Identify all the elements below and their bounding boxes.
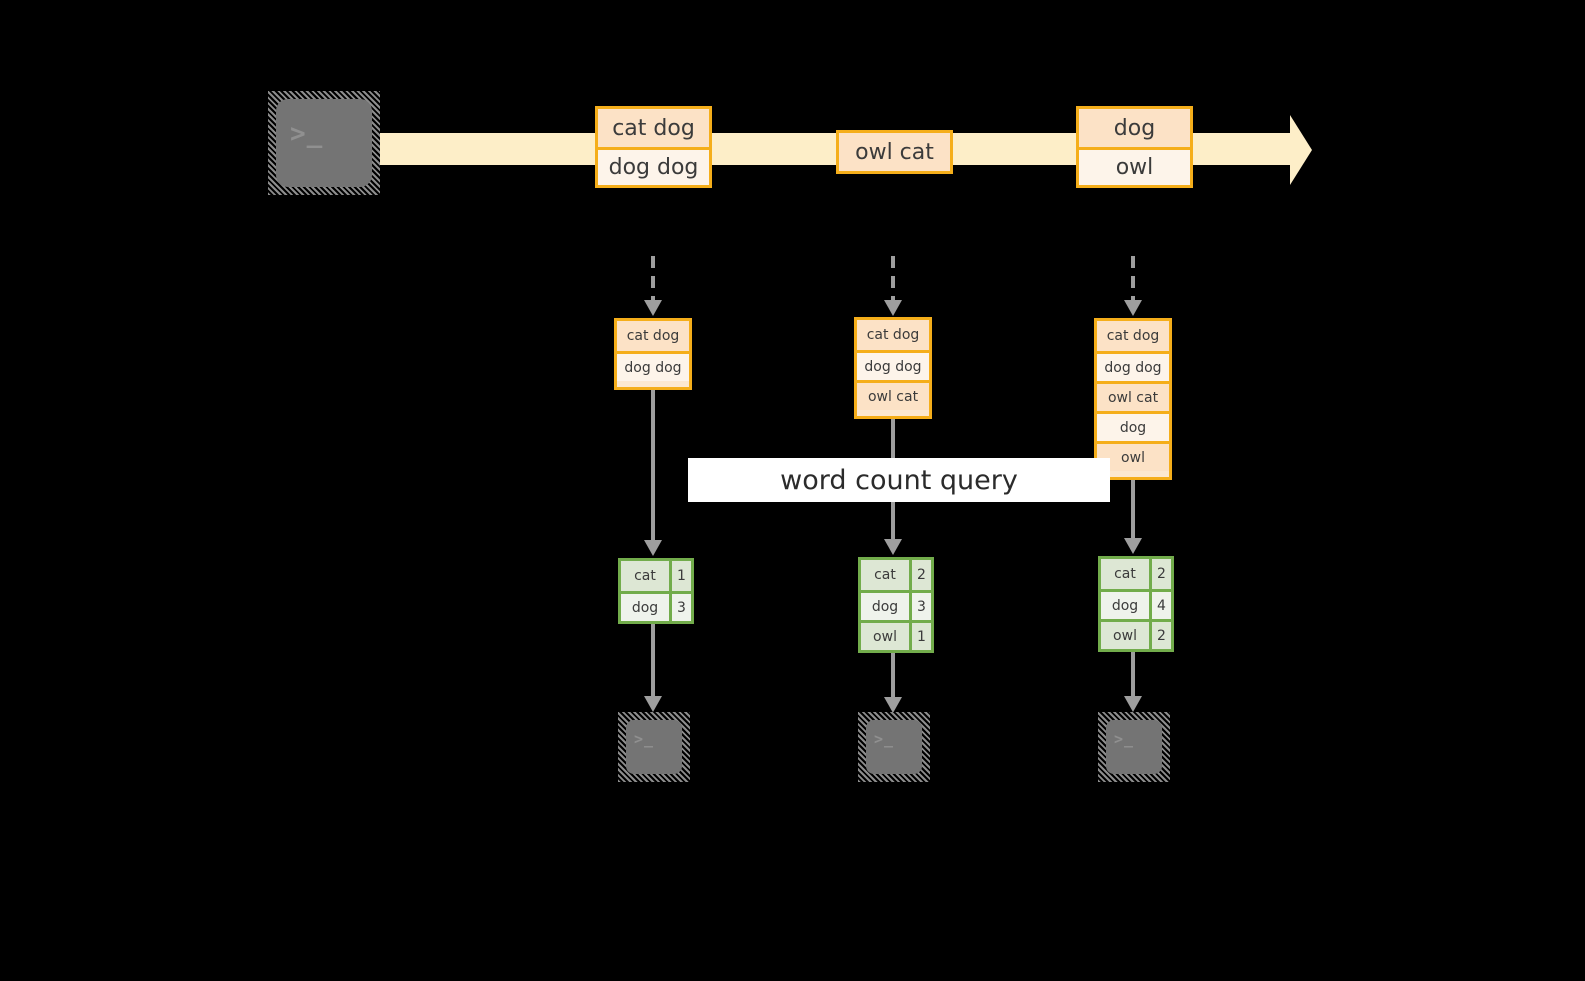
result-count: 1 xyxy=(909,623,931,650)
terminal-body: >_ xyxy=(866,720,922,774)
result-row: owl 1 xyxy=(861,620,931,650)
terminal-prompt-glyph: >_ xyxy=(1114,730,1135,748)
input-row: owl cat xyxy=(1097,381,1169,411)
column-3-result-table[interactable]: cat 2 dog 4 owl 2 xyxy=(1098,556,1174,652)
terminal-prompt-glyph: >_ xyxy=(874,730,895,748)
input-row: dog xyxy=(1097,411,1169,441)
input-row: cat dog xyxy=(857,320,929,350)
stream-record-row: owl xyxy=(1079,147,1190,185)
input-row: owl cat xyxy=(857,380,929,410)
result-count: 1 xyxy=(669,561,691,591)
stream-record-row: owl cat xyxy=(839,133,950,171)
terminal-prompt-glyph: >_ xyxy=(290,119,324,149)
result-row: dog 3 xyxy=(621,591,691,621)
column-3-sink-arrow xyxy=(1124,652,1142,714)
column-2-sink-arrow xyxy=(884,653,902,715)
column-1-sink-terminal-icon[interactable]: >_ xyxy=(618,712,690,782)
result-count: 4 xyxy=(1149,592,1171,619)
result-count: 2 xyxy=(1149,559,1171,589)
input-row: dog dog xyxy=(857,350,929,380)
result-word: owl xyxy=(1101,622,1149,649)
result-word: cat xyxy=(621,561,669,591)
column-3-feed-arrow xyxy=(1124,256,1142,318)
stream-record-row: dog xyxy=(1079,109,1190,147)
result-count: 2 xyxy=(1149,622,1171,649)
column-1-feed-arrow xyxy=(644,256,662,318)
stream-arrowhead xyxy=(1290,115,1312,185)
column-1-result-table[interactable]: cat 1 dog 3 xyxy=(618,558,694,624)
result-count: 3 xyxy=(909,593,931,620)
result-count: 2 xyxy=(909,560,931,590)
column-1-input-table[interactable]: cat dog dog dog xyxy=(614,318,692,390)
result-word: cat xyxy=(861,560,909,590)
terminal-body: >_ xyxy=(276,99,372,187)
result-row: owl 2 xyxy=(1101,619,1171,649)
result-word: cat xyxy=(1101,559,1149,589)
input-row: dog dog xyxy=(617,351,689,381)
column-3-input-table[interactable]: cat dog dog dog owl cat dog owl xyxy=(1094,318,1172,480)
result-word: dog xyxy=(621,594,669,621)
column-2-feed-arrow xyxy=(884,256,902,318)
result-word: owl xyxy=(861,623,909,650)
terminal-body: >_ xyxy=(626,720,682,774)
stream-record-group-1[interactable]: cat dog dog dog xyxy=(595,106,712,188)
stream-record-row: cat dog xyxy=(598,109,709,147)
column-1-sink-arrow xyxy=(644,624,662,714)
result-count: 3 xyxy=(669,594,691,621)
stream-record-row: dog dog xyxy=(598,147,709,185)
result-row: cat 2 xyxy=(1101,559,1171,589)
terminal-body: >_ xyxy=(1106,720,1162,774)
result-row: dog 4 xyxy=(1101,589,1171,619)
stream-record-group-2[interactable]: owl cat xyxy=(836,130,953,174)
input-row: dog dog xyxy=(1097,351,1169,381)
column-3-sink-terminal-icon[interactable]: >_ xyxy=(1098,712,1170,782)
stream-record-group-3[interactable]: dog owl xyxy=(1076,106,1193,188)
result-row: dog 3 xyxy=(861,590,931,620)
terminal-prompt-glyph: >_ xyxy=(634,730,655,748)
result-word: dog xyxy=(1101,592,1149,619)
source-terminal-icon[interactable]: >_ xyxy=(268,91,380,195)
result-row: cat 2 xyxy=(861,560,931,590)
result-row: cat 1 xyxy=(621,561,691,591)
column-2-result-table[interactable]: cat 2 dog 3 owl 1 xyxy=(858,557,934,653)
query-label: word count query xyxy=(688,458,1110,502)
column-1-query-arrow xyxy=(644,390,662,558)
column-2-input-table[interactable]: cat dog dog dog owl cat xyxy=(854,317,932,419)
column-2-sink-terminal-icon[interactable]: >_ xyxy=(858,712,930,782)
input-row: cat dog xyxy=(617,321,689,351)
result-word: dog xyxy=(861,593,909,620)
input-row: cat dog xyxy=(1097,321,1169,351)
column-3-query-arrow xyxy=(1124,480,1142,556)
